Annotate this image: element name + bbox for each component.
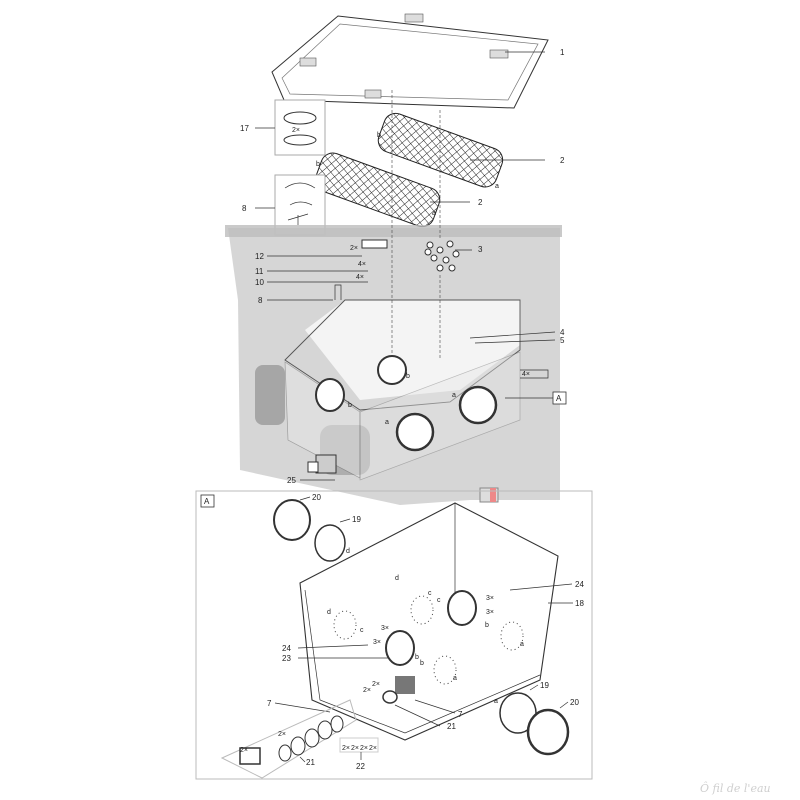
label-7: 7 bbox=[267, 699, 272, 708]
letter-d: d bbox=[346, 548, 350, 555]
grid-insert bbox=[395, 676, 415, 694]
small-parts-part-22: 2× 2× 2× 2× bbox=[339, 737, 379, 753]
lid-part-1 bbox=[271, 13, 549, 109]
label-24: 24 bbox=[282, 644, 291, 653]
label-8-top: 8 bbox=[242, 204, 247, 213]
qty-label: 2× bbox=[292, 127, 300, 134]
label-4: 4 bbox=[560, 328, 565, 337]
nut-part-20 bbox=[273, 499, 311, 541]
letter-a: a bbox=[452, 392, 456, 399]
flange-part-23 bbox=[385, 630, 415, 666]
qty-label: 2× bbox=[351, 745, 359, 752]
label-11: 11 bbox=[255, 267, 264, 276]
detail-A-frame bbox=[195, 490, 593, 780]
letter-b: b bbox=[415, 654, 419, 661]
label-2-lower: 2 bbox=[478, 198, 483, 207]
letter-b: b bbox=[420, 660, 424, 667]
callout-box-A bbox=[552, 391, 567, 405]
letter-c: c bbox=[428, 590, 432, 597]
letter-a: a bbox=[385, 419, 389, 426]
label-20: 20 bbox=[312, 493, 321, 502]
qty-label: 3× bbox=[381, 625, 389, 632]
outlet-kit-part-21 bbox=[220, 699, 357, 779]
detail-A-badge bbox=[200, 494, 215, 508]
detail-A-label: A bbox=[204, 497, 210, 506]
seal-part-19 bbox=[314, 524, 346, 562]
letter-d: d bbox=[327, 609, 331, 616]
qty-label: 2× bbox=[372, 681, 380, 688]
letter-b: b bbox=[377, 132, 381, 139]
mesh-tube-part-2-upper bbox=[377, 112, 504, 188]
label-19: 19 bbox=[352, 515, 361, 524]
label-18: 18 bbox=[575, 599, 584, 608]
letter-a: a bbox=[495, 183, 499, 190]
qty-label: 3× bbox=[486, 595, 494, 602]
letter-c: c bbox=[360, 627, 364, 634]
label-19: 19 bbox=[540, 681, 549, 690]
letter-b: b bbox=[485, 622, 489, 629]
ring-kit-part-17: 2× bbox=[274, 99, 326, 156]
letter-d: d bbox=[395, 575, 399, 582]
pipe-holder-part-12 bbox=[361, 239, 388, 249]
label-3: 3 bbox=[478, 245, 483, 254]
qty-label: 2× bbox=[278, 731, 286, 738]
stone-media-part-3 bbox=[424, 240, 460, 272]
letter-a: a bbox=[520, 641, 524, 648]
label-12: 12 bbox=[255, 252, 264, 261]
callout-A-label: A bbox=[556, 394, 562, 403]
label-17: 17 bbox=[240, 124, 249, 133]
label-24: 24 bbox=[575, 580, 584, 589]
label-5: 5 bbox=[560, 336, 565, 345]
qty-label: 2× bbox=[350, 245, 358, 252]
label-21: 21 bbox=[306, 758, 315, 767]
label-10: 10 bbox=[255, 278, 264, 287]
qty-label: 2× bbox=[240, 747, 248, 754]
label-2-upper: 2 bbox=[560, 156, 565, 165]
qty-label: 4× bbox=[356, 274, 364, 281]
label-21: 21 bbox=[447, 722, 456, 731]
label-25: 25 bbox=[287, 476, 296, 485]
label-20: 20 bbox=[570, 698, 579, 707]
valve-part-25 bbox=[307, 454, 337, 474]
mesh-tube-part-2-lower bbox=[314, 152, 441, 228]
inner-tray bbox=[284, 299, 521, 481]
label-7: 7 bbox=[458, 710, 463, 719]
qty-label: 2× bbox=[342, 745, 350, 752]
qty-label: 2× bbox=[360, 745, 368, 752]
letter-a: a bbox=[432, 210, 436, 217]
label-22: 22 bbox=[356, 762, 365, 771]
letter-b: b bbox=[406, 373, 410, 380]
nut-part-20-right bbox=[526, 708, 570, 756]
qty-label: 3× bbox=[373, 639, 381, 646]
watermark-logo: Ô fil de l'eau bbox=[700, 781, 771, 795]
qty-label: 3× bbox=[486, 609, 494, 616]
label-1: 1 bbox=[560, 48, 565, 57]
letter-a: a bbox=[494, 698, 498, 705]
letter-b: b bbox=[348, 402, 352, 409]
letter-a: a bbox=[453, 675, 457, 682]
label-23: 23 bbox=[282, 654, 291, 663]
qty-label: 4× bbox=[358, 261, 366, 268]
qty-label: 4× bbox=[522, 371, 530, 378]
letter-b: b bbox=[316, 161, 320, 168]
letter-c: c bbox=[437, 597, 441, 604]
label-8-handle: 8 bbox=[258, 296, 263, 305]
qty-label: 2× bbox=[369, 745, 377, 752]
outer-box-part-18 bbox=[299, 502, 559, 741]
qty-label: 2× bbox=[363, 687, 371, 694]
flange-part-23-upper bbox=[447, 590, 477, 626]
